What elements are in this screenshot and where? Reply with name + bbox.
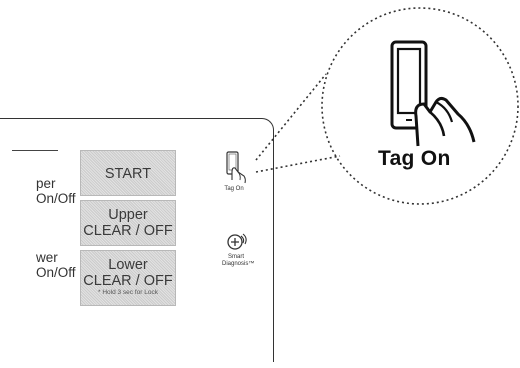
upper-label-line2: On/Off (36, 191, 76, 206)
upper-clear-off-line2: CLEAR / OFF (83, 223, 173, 239)
smart-diagnosis-label-line1: Smart (227, 254, 244, 260)
upper-clear-off-button[interactable]: Upper CLEAR / OFF (80, 200, 176, 246)
lower-burner-label: wer On/Off (36, 250, 76, 280)
start-button[interactable]: START (80, 150, 176, 196)
zoom-circle (321, 7, 519, 205)
hold-lock-note: * Hold 3 sec for Lock (98, 289, 158, 296)
lower-clear-off-line1: Lower (108, 257, 148, 273)
smart-diagnosis-label-line2: Diagnosis™ (222, 261, 255, 267)
lower-clear-off-button[interactable]: Lower CLEAR / OFF * Hold 3 sec for Lock (80, 250, 176, 306)
smart-diagnosis-icon[interactable] (226, 232, 248, 252)
zoom-connector-bottom (255, 155, 341, 173)
control-panel (0, 118, 274, 362)
lower-label-line1: wer (36, 250, 58, 265)
upper-burner-label: per On/Off (36, 176, 76, 206)
lower-label-line2: On/Off (36, 265, 76, 280)
upper-clear-off-line1: Upper (108, 207, 148, 223)
tag-on-hand-icon (390, 40, 476, 147)
tag-on-zoom-label: Tag On (378, 147, 451, 170)
smart-diagnosis-label: Smart Diagnosis™ (222, 254, 255, 268)
lower-clear-off-line2: CLEAR / OFF (83, 273, 173, 289)
upper-label-line1: per (36, 176, 56, 191)
panel-divider-line (12, 150, 58, 151)
zoom-connector-top (255, 73, 327, 161)
start-button-label: START (104, 166, 152, 182)
tag-on-icon-label: Tag On (224, 186, 244, 192)
tag-on-icon[interactable] (222, 150, 256, 186)
